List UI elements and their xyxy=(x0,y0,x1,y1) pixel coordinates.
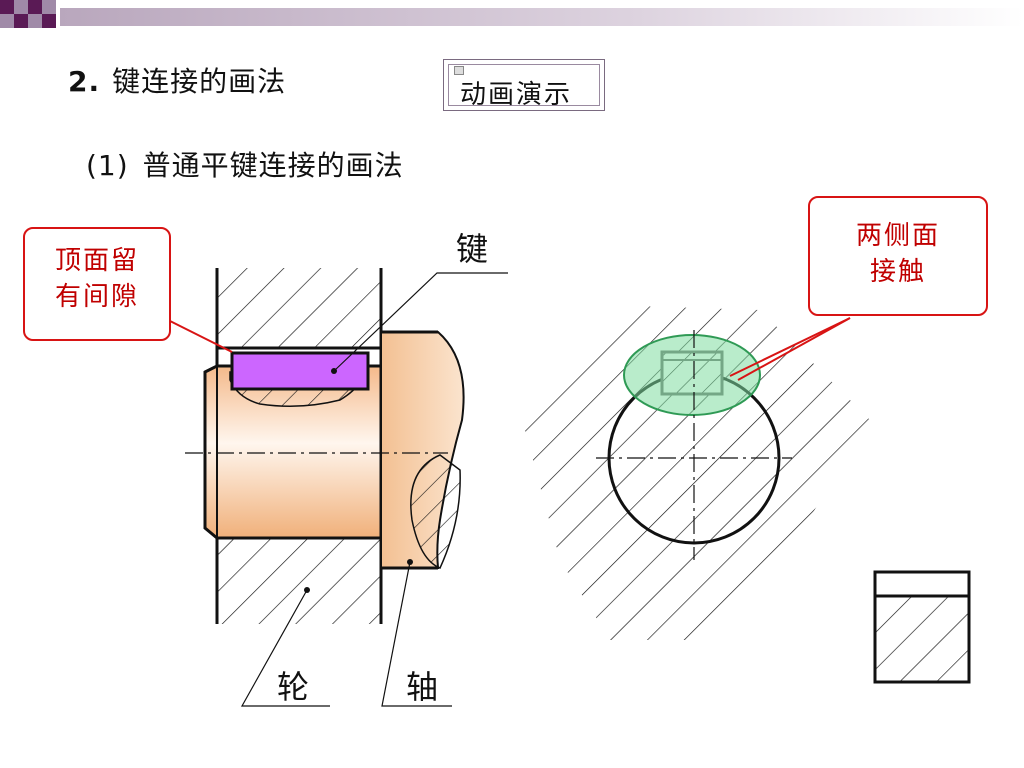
side-contact-callout-line1: 两侧面 xyxy=(855,221,940,251)
top-gap-callout-line1: 顶面留 xyxy=(54,246,139,276)
side-contact-highlight xyxy=(623,334,761,416)
cross-section xyxy=(520,306,870,640)
shaft-leader xyxy=(381,561,452,707)
subsection-number: (1) xyxy=(86,149,129,182)
shaft-label: 轴 xyxy=(406,668,439,706)
button-frame xyxy=(448,64,600,106)
top-decoration-bar xyxy=(0,0,1024,28)
key-detail-view xyxy=(873,570,971,684)
key-label: 键 xyxy=(456,230,489,268)
section-number: 2. xyxy=(68,65,101,98)
section-heading: 2. 键连接的画法 xyxy=(68,60,286,100)
top-gap-callout: 顶面留 有间隙 xyxy=(23,227,171,341)
subsection-heading: (1) 普通平键连接的画法 xyxy=(86,144,404,184)
top-gap-callout-line2: 有间隙 xyxy=(54,282,139,312)
animation-demo-label: 动画演示 xyxy=(460,80,573,110)
longitudinal-section xyxy=(167,268,508,707)
animation-demo-button[interactable]: 动画演示 xyxy=(443,59,605,111)
key-leader xyxy=(333,272,508,372)
key xyxy=(230,351,370,391)
wheel-leader xyxy=(240,589,330,707)
subsection-title: 普通平键连接的画法 xyxy=(142,149,404,182)
side-contact-callout: 两侧面 接触 xyxy=(808,196,988,316)
broken-image-icon xyxy=(454,66,464,75)
side-contact-callout-line2: 接触 xyxy=(869,257,926,287)
wheel-label: 轮 xyxy=(277,668,310,706)
section-title: 键连接的画法 xyxy=(112,65,287,98)
